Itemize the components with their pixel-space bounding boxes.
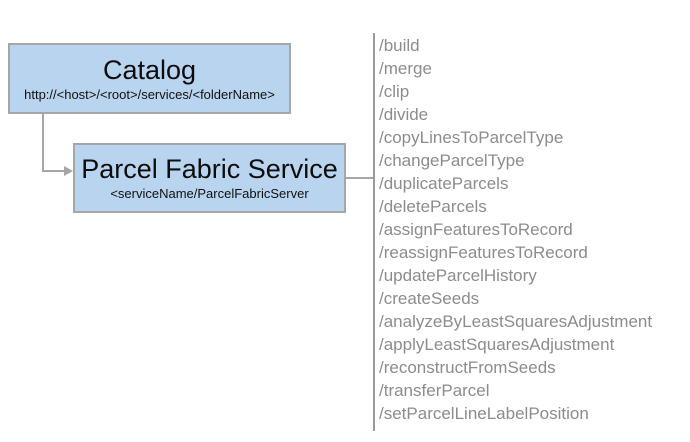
parcel-fabric-service-node: Parcel Fabric Service <serviceName/Parce… [73,143,346,213]
service-to-endpoints-connector [345,177,373,179]
endpoint-item: /copyLinesToParcelType [379,128,564,147]
endpoint-item: /analyzeByLeastSquaresAdjustment [379,312,653,331]
endpoint-item: /changeParcelType [379,151,525,170]
catalog-node-title: Catalog [102,54,197,85]
endpoint-item: /setParcelLineLabelPosition [379,404,589,423]
endpoint-item: /createSeeds [379,289,480,308]
endpoint-item: /duplicateParcels [379,174,509,193]
endpoint-item: /transferParcel [379,381,490,400]
endpoint-item: /divide [379,105,429,124]
service-node-url-pattern: <serviceName/ParcelFabricServer [110,186,309,201]
endpoint-list: /build/merge/clip/divide/copyLinesToParc… [379,34,652,425]
endpoint-item: /merge [379,59,432,78]
endpoint-divider-line [373,33,375,431]
endpoint-item: /clip [379,82,410,101]
catalog-node: Catalog http://<host>/<root>/services/<f… [8,43,291,114]
endpoint-item: /applyLeastSquaresAdjustment [379,335,615,354]
endpoint-item: /assignFeaturesToRecord [379,220,573,239]
arrowhead-right-icon [64,166,73,176]
catalog-node-url-pattern: http://<host>/<root>/services/<folderNam… [24,86,275,102]
endpoint-item: /build [379,36,420,55]
service-node-title: Parcel Fabric Service [81,154,338,184]
endpoint-item: /deleteParcels [379,197,487,216]
endpoint-item: /updateParcelHistory [379,266,537,285]
endpoint-item: /reconstructFromSeeds [379,358,556,377]
endpoint-item: /reassignFeaturesToRecord [379,243,588,262]
catalog-to-service-connector-vertical [42,114,44,172]
catalog-to-service-connector-horizontal [42,170,66,172]
